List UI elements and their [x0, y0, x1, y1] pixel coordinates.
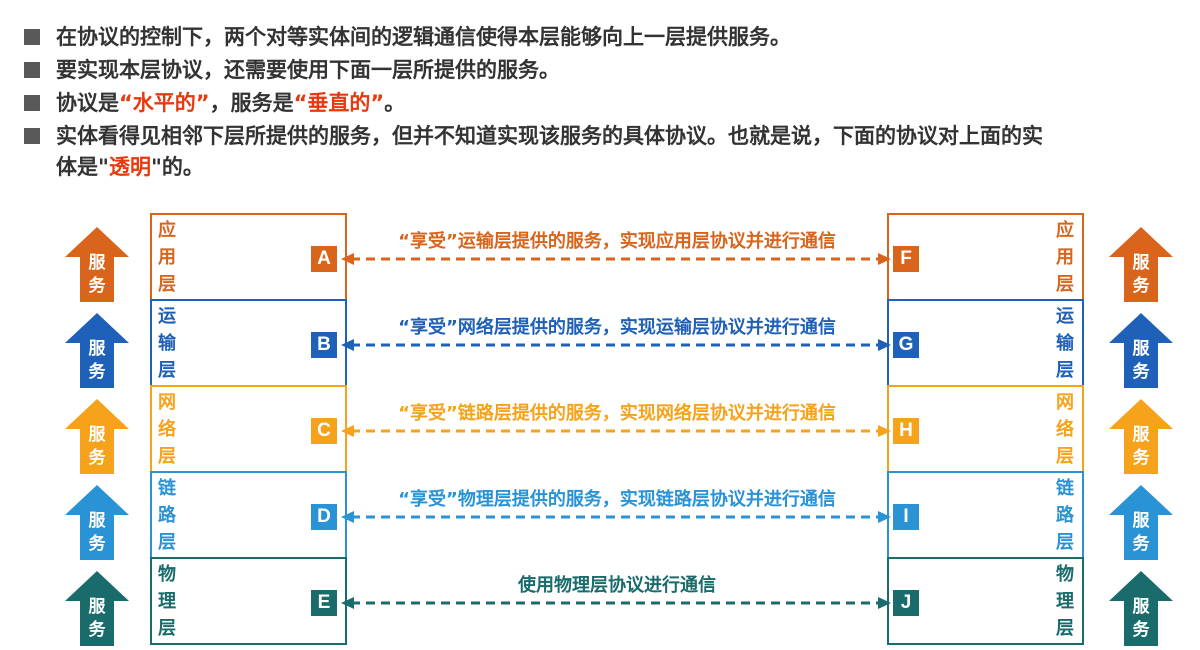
- service-up-arrow-left-1: [65, 227, 129, 302]
- entity-tag-left: B: [311, 332, 337, 358]
- plain-text: ，服务是: [209, 91, 294, 115]
- arrow-head-right-icon: [878, 511, 891, 523]
- service-label: 服务: [1132, 425, 1150, 468]
- layer-name-left: 网络层: [158, 392, 176, 467]
- arrow-head-left-icon: [341, 253, 354, 265]
- arrow-head-right-icon: [878, 253, 891, 265]
- protocol-message: “享受”链路层提供的服务，实现网络层协议并进行通信: [398, 403, 836, 424]
- bullet-text: 要实现本层协议，还需要使用下面一层所提供的服务。: [56, 53, 560, 87]
- service-up-arrow-right-4: [1109, 485, 1173, 560]
- entity-tag-right: J: [893, 590, 919, 616]
- protocol-message: 使用物理层协议进行通信: [518, 575, 716, 596]
- service-up-arrow-right-5: [1109, 571, 1173, 646]
- arrow-head-left-icon: [341, 597, 354, 609]
- layer-name-right: 运输层: [1056, 306, 1074, 381]
- layer-name-left: 运输层: [158, 306, 176, 381]
- layer-box-right-5: [887, 557, 1084, 645]
- service-up-arrow-left-4: [65, 485, 129, 560]
- service-label: 服务: [88, 253, 106, 296]
- layer-name-right: 应用层: [1056, 220, 1074, 295]
- protocol-message: “享受”网络层提供的服务，实现运输层协议并进行通信: [398, 317, 836, 338]
- arrow-head-right-icon: [878, 425, 891, 437]
- service-label: 服务: [88, 339, 106, 382]
- bullet-square-icon: [24, 62, 40, 78]
- plain-text: 体是": [56, 155, 109, 179]
- highlight-text: 透明: [108, 155, 151, 179]
- entity-tag-right: I: [893, 504, 919, 530]
- bullet-square-icon: [24, 95, 40, 111]
- layer-name-right: 网络层: [1056, 392, 1074, 467]
- service-label: 服务: [88, 597, 106, 640]
- service-up-arrow-right-3: [1109, 399, 1173, 474]
- bullet-square-icon: [24, 128, 40, 144]
- highlight-text: “垂直的”: [293, 91, 385, 115]
- plain-text: "的。: [150, 155, 204, 179]
- highlight-text: “水平的”: [119, 91, 210, 115]
- service-up-arrow-right-1: [1109, 227, 1173, 302]
- service-label: 服务: [88, 511, 106, 554]
- service-label: 服务: [1132, 597, 1150, 640]
- plain-text: 实体看得见相邻下层所提供的服务，但并不知道实现该服务的具体协议。也就是说，下面的…: [56, 124, 1043, 148]
- layer-name-right: 物理层: [1056, 564, 1074, 639]
- service-up-arrow-right-2: [1109, 313, 1173, 388]
- entity-tag-left: A: [311, 246, 337, 272]
- plain-text: 在协议的控制下，两个对等实体间的逻辑通信使得本层能够向上一层提供服务。: [56, 25, 791, 49]
- bullet-text: 实体看得见相邻下层所提供的服务，但并不知道实现该服务的具体协议。也就是说，下面的…: [56, 119, 1043, 153]
- service-label: 服务: [1132, 339, 1150, 382]
- arrow-head-left-icon: [341, 339, 354, 351]
- entity-tag-right: F: [893, 246, 919, 272]
- layer-box-left-5: [150, 557, 347, 645]
- entity-tag-right: H: [893, 418, 919, 444]
- layer-name-left: 物理层: [158, 564, 176, 639]
- entity-tag-left: D: [311, 504, 337, 530]
- protocol-message: “享受”运输层提供的服务，实现应用层协议并进行通信: [398, 231, 836, 252]
- service-up-arrow-left-2: [65, 313, 129, 388]
- bullet-text: 协议是“水平的”，服务是“垂直的”。: [56, 86, 405, 120]
- entity-tag-right: G: [893, 332, 919, 358]
- service-up-arrow-left-3: [65, 399, 129, 474]
- layer-name-right: 链路层: [1056, 478, 1074, 553]
- protocol-message: “享受”物理层提供的服务，实现链路层协议并进行通信: [398, 489, 836, 510]
- layer-name-left: 应用层: [158, 220, 176, 295]
- arrow-head-right-icon: [878, 339, 891, 351]
- service-label: 服务: [88, 425, 106, 468]
- plain-text: 要实现本层协议，还需要使用下面一层所提供的服务。: [56, 58, 560, 82]
- service-up-arrow-left-5: [65, 571, 129, 646]
- arrow-head-right-icon: [878, 597, 891, 609]
- entity-tag-left: C: [311, 418, 337, 444]
- plain-text: 协议是: [56, 91, 119, 115]
- plain-text: 。: [384, 91, 406, 115]
- bullet-text: 体是"透明"的。: [56, 150, 204, 184]
- bullet-square-icon: [24, 29, 40, 45]
- service-label: 服务: [1132, 253, 1150, 296]
- arrow-head-left-icon: [341, 425, 354, 437]
- entity-tag-left: E: [311, 590, 337, 616]
- bullet-text: 在协议的控制下，两个对等实体间的逻辑通信使得本层能够向上一层提供服务。: [56, 20, 791, 54]
- service-label: 服务: [1132, 511, 1150, 554]
- layer-name-left: 链路层: [158, 478, 176, 553]
- arrow-head-left-icon: [341, 511, 354, 523]
